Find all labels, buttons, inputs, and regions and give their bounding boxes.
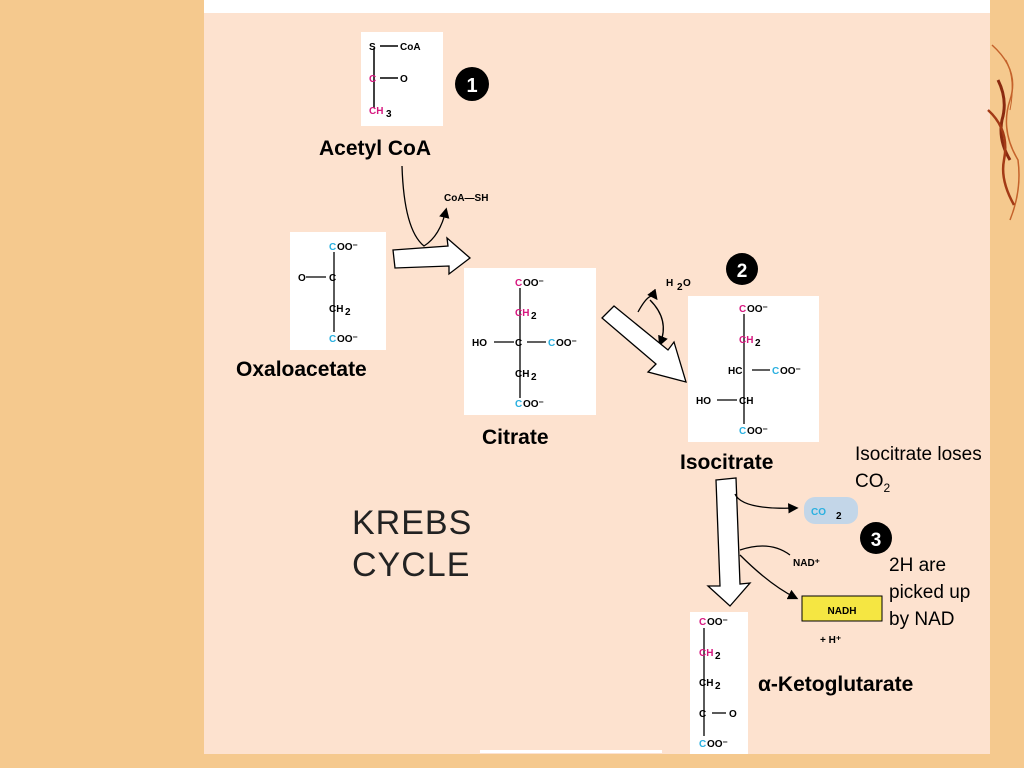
citrate-ch2: CH (515, 308, 529, 319)
oxaloacetate-c4: C (329, 334, 336, 345)
oxaloacetate-o: O (298, 273, 306, 284)
akg-coo-1: OO⁻ (707, 617, 728, 628)
citrate-label: Citrate (482, 426, 549, 449)
isocitrate-c1: C (739, 304, 746, 315)
isocitrate-coo-3: OO⁻ (747, 426, 768, 437)
nad-note-line-3: by NAD (889, 609, 955, 630)
co2-note: Isocitrate loses CO2 (855, 441, 982, 502)
acetyl-ch3-sub: 3 (386, 109, 392, 120)
ketoglutarate-molecule: C OO⁻ CH 2 CH 2 C O C OO⁻ α-Ketoglutarat… (690, 612, 913, 754)
coa-sh-label: CoA—SH (444, 193, 488, 204)
citrate-molecule: C OO⁻ CH 2 HO C C OO⁻ CH 2 C OO⁻ Citrate (464, 268, 596, 449)
acetyl-ch3: CH (369, 106, 383, 117)
title-line-1: KREBS (352, 504, 472, 542)
isocitrate-hc: HC (728, 366, 742, 377)
decorative-swirl-icon (987, 44, 1020, 221)
nad-note-line-1: 2H are (889, 555, 947, 576)
oxaloacetate-c1: C (329, 242, 336, 253)
citrate-ch2b-sub: 2 (531, 372, 537, 383)
akg-ch2b: CH (699, 678, 713, 689)
water-exchange: H 2 O (637, 278, 691, 347)
isocitrate-ch2: CH (739, 335, 753, 346)
acetyl-oxygen: O (400, 74, 408, 85)
arrow-to-citrate (392, 236, 472, 276)
akg-ch2a-sub: 2 (715, 651, 721, 662)
co2-note-line-2: CO2 (855, 471, 891, 495)
co2-sub: 2 (836, 511, 842, 522)
citrate-c1: C (515, 278, 522, 289)
citrate-coo-1: OO⁻ (523, 278, 544, 289)
content-panel (204, 12, 990, 754)
co2-note-line-1: Isocitrate loses (855, 444, 982, 465)
ketoglutarate-label: α-Ketoglutarate (758, 673, 913, 696)
citrate-c3: C (515, 338, 522, 349)
oxaloacetate-ch2: CH (329, 304, 343, 315)
top-strip (204, 0, 990, 13)
akg-ch2b-sub: 2 (715, 681, 721, 692)
akg-ch2a: CH (699, 648, 713, 659)
oxaloacetate-c2: C (329, 273, 336, 284)
acetyl-s: S (369, 42, 376, 53)
coa-sh-release: CoA—SH (401, 165, 488, 247)
citrate-c5: C (515, 399, 522, 410)
citrate-coo-3: OO⁻ (523, 399, 544, 410)
isocitrate-label: Isocitrate (680, 451, 773, 474)
citrate-ch2-sub: 2 (531, 311, 537, 322)
oxaloacetate-ch2-sub: 2 (345, 307, 351, 318)
akg-oxygen: O (729, 709, 737, 720)
step-1-badge: 1 (455, 67, 489, 101)
nad-note-line-2: picked up (889, 582, 971, 603)
arrow-to-isocitrate (601, 305, 687, 383)
nad-plus-label: NAD⁺ (793, 558, 820, 569)
svg-text:2: 2 (737, 261, 748, 282)
isocitrate-ch2-sub: 2 (755, 338, 761, 349)
isocitrate-coo-1: OO⁻ (747, 304, 768, 315)
citrate-ch2b: CH (515, 369, 529, 380)
step-2-badge: 2 (726, 253, 758, 285)
isocitrate-ch: CH (739, 396, 753, 407)
nad-note: 2H are picked up by NAD (889, 552, 970, 633)
arrow-to-ketoglutarate (706, 477, 752, 607)
co2-label: CO (811, 507, 826, 518)
akg-c1: C (699, 617, 706, 628)
citrate-ho: HO (472, 338, 487, 349)
isocitrate-coo-2: OO⁻ (780, 366, 801, 377)
isocitrate-ho: HO (696, 396, 711, 407)
title-line-2: CYCLE (352, 546, 470, 584)
water-h: H (666, 278, 673, 289)
oxaloacetate-label: Oxaloacetate (236, 358, 367, 381)
oxaloacetate-coo-2: OO⁻ (337, 334, 358, 345)
h-plus-label: + H⁺ (820, 635, 841, 646)
svg-text:1: 1 (466, 75, 477, 97)
oxaloacetate-molecule: C OO⁻ O C CH 2 C OO⁻ Oxaloacetate (236, 232, 386, 381)
water-o: O (683, 278, 691, 289)
water-sub: 2 (677, 282, 683, 293)
acetyl-coa-group: CoA (400, 42, 421, 53)
akg-coo-2: OO⁻ (707, 739, 728, 750)
co2-release: CO 2 (734, 493, 858, 524)
isocitrate-molecule: C OO⁻ CH 2 HC C OO⁻ HO CH C OO⁻ Isocitra… (680, 296, 819, 474)
akg-c4: C (699, 709, 706, 720)
step-3-badge: 3 (860, 522, 892, 554)
oxaloacetate-coo-1: OO⁻ (337, 242, 358, 253)
acetyl-carbon-1: C (369, 74, 376, 85)
acetyl-coa-molecule: S CoA C O CH 3 Acetyl CoA (319, 32, 443, 160)
isocitrate-c5: C (739, 426, 746, 437)
isocitrate-c3b: C (772, 366, 779, 377)
bottom-strip (480, 750, 662, 753)
nadh-label: NADH (828, 606, 857, 617)
citrate-c3b: C (548, 338, 555, 349)
akg-c5: C (699, 739, 706, 750)
acetyl-coa-label: Acetyl CoA (319, 137, 431, 160)
svg-text:3: 3 (871, 530, 882, 551)
nad-reduction: NAD⁺ NADH + H⁺ (739, 545, 883, 646)
citrate-coo-2: OO⁻ (556, 338, 577, 349)
